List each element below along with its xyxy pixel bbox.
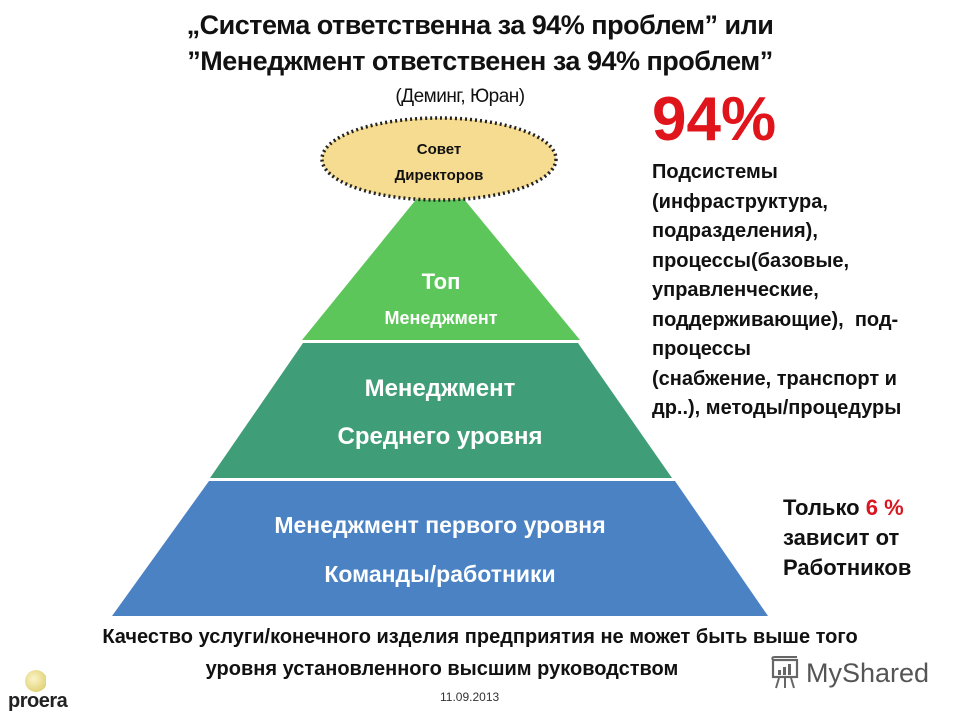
middle-layer-label-1: Менеджмент (365, 375, 516, 402)
pyramid-layer-top (302, 170, 580, 340)
only-line-3: Работников (783, 555, 912, 580)
title-line-2: ”Менеджмент ответственен за 94% проблем” (187, 46, 773, 76)
pyramid-layer-middle (210, 343, 672, 478)
only-value: 6 % (865, 495, 904, 520)
myshared-watermark: MyShared (770, 656, 929, 690)
subsystems-description: Подсистемы (инфраструктура, подразделени… (652, 161, 902, 419)
percent-94: 94% (652, 85, 777, 154)
slide-date: 11.09.2013 (440, 690, 500, 704)
myshared-text: MyShared (806, 657, 930, 688)
top-layer-label-1: Топ (422, 269, 461, 294)
attribution: (Деминг, Юран) (395, 86, 525, 107)
quality-statement-line-2: уровня установленного высшим руководство… (205, 658, 679, 680)
middle-layer-label-2: Среднего уровня (337, 423, 542, 450)
quality-statement-line-1: Качество услуги/конечного изделия предпр… (102, 626, 858, 648)
presentation-board-icon (771, 656, 799, 689)
top-layer-label-2: Менеджмент (384, 308, 497, 328)
sun-logo-icon (25, 670, 47, 692)
proera-logo-text: proera (8, 690, 68, 712)
only-prefix: Только (783, 495, 860, 520)
only-6-percent-note: Только 6 % зависит от Работников (783, 493, 911, 583)
apex-ellipse (320, 116, 558, 202)
only-line-2: зависит от (783, 525, 900, 550)
apex-label-1: Совет (417, 141, 462, 158)
bottom-layer-label-1: Менеджмент первого уровня (274, 512, 605, 538)
pyramid-layer-bottom (112, 481, 768, 616)
proera-logo (6, 668, 47, 699)
title-line-1: „Система ответственна за 94% проблем” ил… (186, 10, 774, 40)
apex-label-2: Директоров (395, 167, 484, 184)
bottom-layer-label-2: Команды/работники (324, 561, 555, 587)
